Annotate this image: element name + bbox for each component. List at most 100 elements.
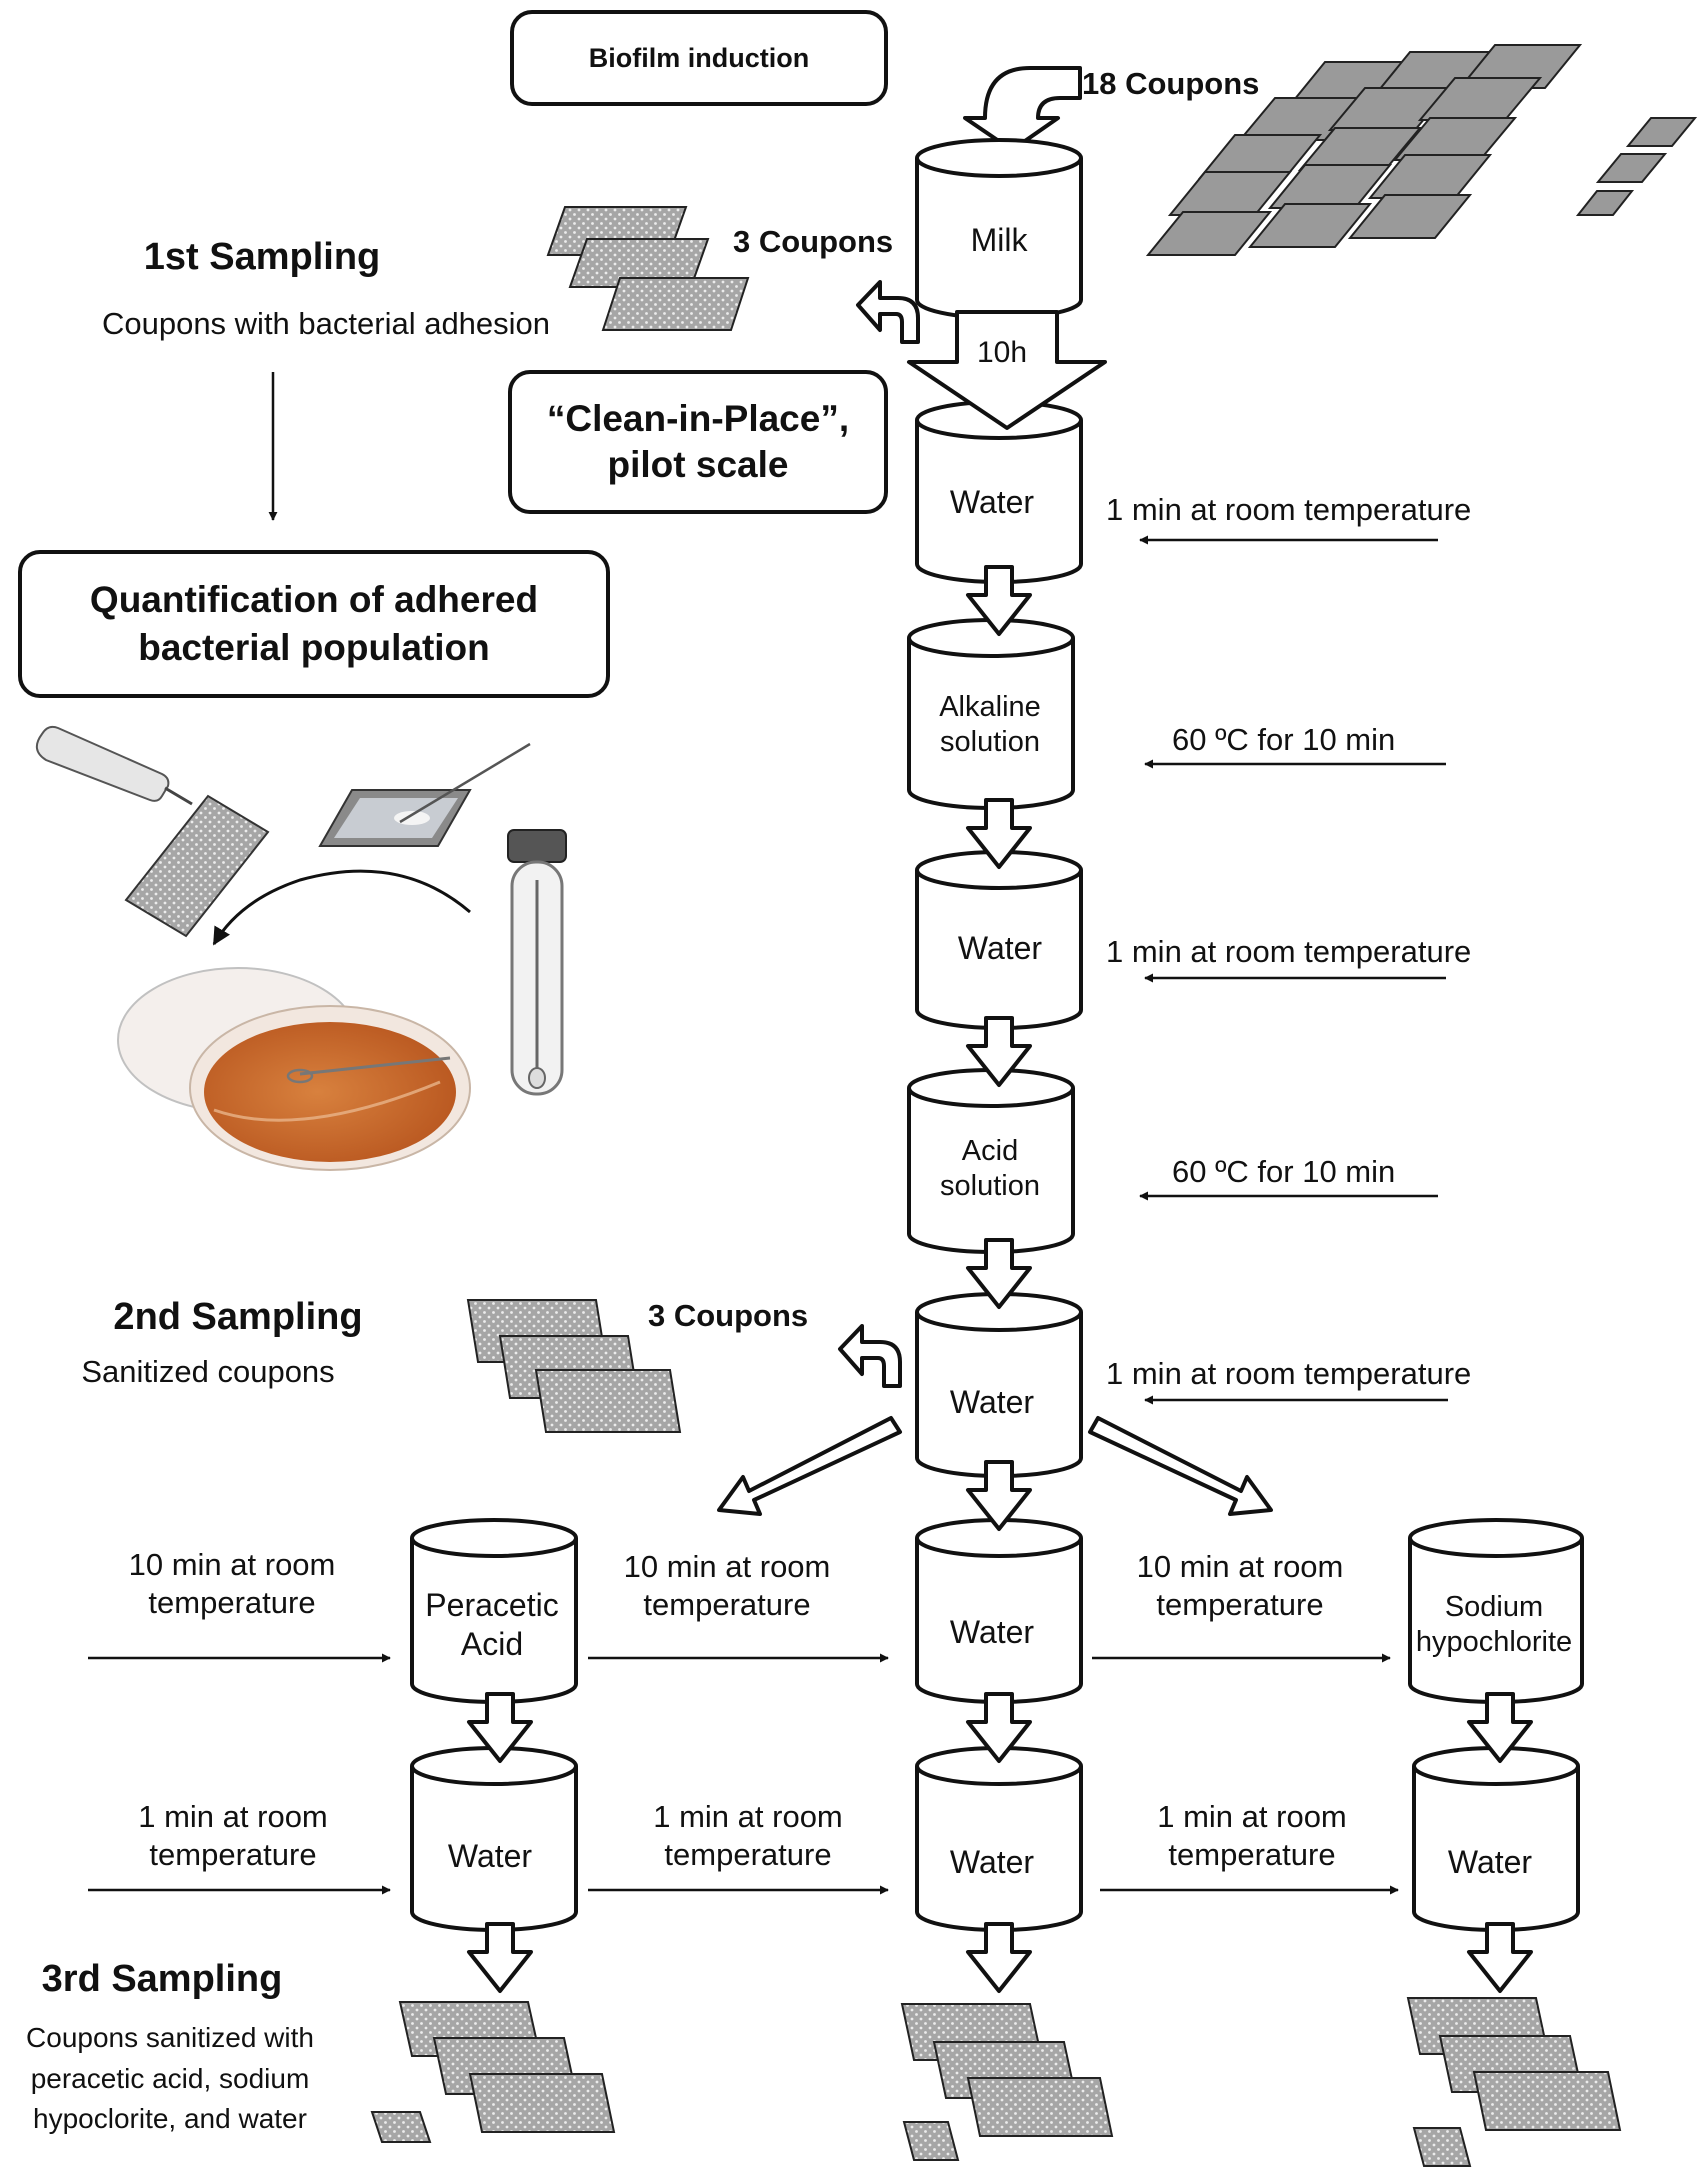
second-sampling-subtitle: Sanitized coupons <box>81 1354 335 1389</box>
step-rinse-right-condition: 1 min at room temperature <box>1157 1798 1347 1874</box>
step-alkaline-condition: 60 ºC for 10 min <box>1172 722 1396 757</box>
curved-arrow-icon <box>856 280 920 344</box>
condition-arrows <box>88 372 1448 1895</box>
tank-water-right-final <box>1412 1746 1580 1932</box>
condition-line: 10 min at room <box>623 1549 831 1584</box>
coupon-stack-icon <box>370 2001 616 2143</box>
step-rinse-mid-condition: 1 min at room temperature <box>653 1798 843 1874</box>
condition-line: 1 min at room <box>138 1799 328 1834</box>
down-arrow <box>966 565 1032 636</box>
third-sampling-subtitle-line: hypoclorite, and water <box>33 2103 307 2135</box>
tank-water3-label: Water <box>949 1384 1035 1420</box>
tank-alkaline-line: solution <box>940 726 1040 759</box>
tank-water-3 <box>915 1292 1083 1478</box>
tank-alkaline-label: Alkaline solution <box>939 690 1041 761</box>
curved-arrow-icon <box>212 869 471 946</box>
condition-line: temperature <box>1156 1586 1324 1622</box>
tank-peracetic-line: Acid <box>460 1626 524 1663</box>
down-arrow <box>966 1238 1032 1309</box>
coupon-stack-icon <box>466 1299 682 1433</box>
tank-water-mid <box>915 1518 1083 1704</box>
third-sampling-title: 3rd Sampling <box>41 1958 283 2000</box>
coupons-second-removed-label: 3 Coupons <box>648 1298 809 1333</box>
tank-water-mid-final-label: Water <box>949 1844 1035 1880</box>
coupon-stack-icon <box>546 206 750 331</box>
tank-acid-label: Acid solution <box>940 1134 1040 1205</box>
coupons-initial-label: 18 Coupons <box>1082 66 1260 101</box>
condition-line: 10 min at room <box>1136 1549 1344 1584</box>
condition-line: temperature <box>1168 1836 1336 1872</box>
cip-label-line1: “Clean-in-Place”, <box>546 397 850 439</box>
slide-icon <box>318 742 531 847</box>
second-sampling-title: 2nd Sampling <box>113 1296 363 1338</box>
down-arrow <box>966 1016 1032 1087</box>
tank-water-right-final-label: Water <box>1447 1844 1533 1880</box>
quantification-label-line2: bacterial population <box>138 627 490 668</box>
condition-line: 10 min at room <box>128 1547 336 1582</box>
tank-peracetic <box>410 1518 578 1704</box>
tank-water-left-final-label: Water <box>447 1838 533 1874</box>
down-arrow <box>966 798 1032 869</box>
coupon-stack-icon <box>900 2003 1114 2161</box>
down-arrow <box>1467 1922 1533 1993</box>
tank-sodium-line: Sodium <box>1444 1591 1544 1623</box>
condition-line: 1 min at room <box>1157 1799 1347 1834</box>
coupon-pile-icon <box>1145 44 1698 256</box>
down-arrow <box>467 1692 533 1763</box>
condition-line: 1 min at room <box>653 1799 843 1834</box>
step-sanitizer-left-condition: 10 min at room temperature <box>129 1546 336 1622</box>
step-water2-condition: 1 min at room temperature <box>1106 934 1472 969</box>
step-sanitizer-mid-condition: 10 min at room temperature <box>624 1548 831 1624</box>
tank-peracetic-label: Peracetic Acid <box>425 1586 558 1664</box>
tank-sodium-label: Sodium hypochlorite <box>1416 1590 1572 1661</box>
tank-milk-label: Milk <box>970 222 1028 258</box>
third-sampling-subtitle-line: Coupons sanitized with <box>26 2022 314 2053</box>
tank-water-mid-final <box>915 1746 1083 1932</box>
condition-line: temperature <box>664 1836 832 1872</box>
third-sampling-subtitle: Coupons sanitized with peracetic acid, s… <box>26 2018 314 2140</box>
tank-acid-line: solution <box>940 1170 1040 1203</box>
curved-arrow-icon <box>963 66 1082 152</box>
tank-water2-label: Water <box>957 930 1043 966</box>
condition-line: temperature <box>149 1836 317 1872</box>
test-tube-icon <box>507 829 567 1096</box>
coupon-icon <box>124 794 270 938</box>
down-left-arrow <box>717 1416 902 1516</box>
cip-box: “Clean-in-Place”, pilot scale <box>508 370 888 514</box>
tank-sodium-line: hypochlorite <box>1415 1626 1573 1659</box>
tank-peracetic-line: Peracetic <box>425 1587 559 1623</box>
step-water1-condition: 1 min at room temperature <box>1106 492 1472 527</box>
down-arrow <box>966 1692 1032 1763</box>
coupon-stacks <box>370 206 1622 2167</box>
curved-arrow-icon <box>838 1324 902 1388</box>
coupon-stack-icon <box>1406 1997 1622 2167</box>
down-arrow <box>467 1922 533 1993</box>
down-arrow <box>966 1922 1032 1993</box>
biofilm-induction-box: Biofilm induction <box>510 10 888 106</box>
quantification-label-line1: Quantification of adhered <box>89 578 539 620</box>
lab-illustration <box>35 725 567 1171</box>
cip-label-line2: pilot scale <box>607 444 789 485</box>
pipette-icon <box>35 725 193 806</box>
step-acid-condition: 60 ºC for 10 min <box>1172 1154 1396 1189</box>
quantification-box: Quantification of adhered bacterial popu… <box>18 550 610 698</box>
down-arrow <box>966 1460 1032 1531</box>
biofilm-induction-label: Biofilm induction <box>588 42 810 73</box>
tank-water-2 <box>915 850 1083 1030</box>
tank-sodium <box>1408 1518 1584 1704</box>
tank-water1-label: Water <box>949 484 1035 520</box>
tank-water-mid-label: Water <box>949 1614 1035 1650</box>
step-water3-condition: 1 min at room temperature <box>1106 1356 1472 1391</box>
flow-arrows <box>467 565 1533 1993</box>
first-sampling-title: 1st Sampling <box>143 236 381 278</box>
tank-alkaline-line: Alkaline <box>939 691 1041 723</box>
down-arrow <box>1467 1692 1533 1763</box>
big-down-arrow-10h <box>907 310 1107 430</box>
condition-line: temperature <box>643 1586 811 1622</box>
third-sampling-subtitle-line: peracetic acid, sodium <box>30 2062 310 2094</box>
tank-acid-line: Acid <box>961 1135 1019 1167</box>
down-right-arrow <box>1088 1416 1273 1516</box>
first-sampling-subtitle: Coupons with bacterial adhesion <box>101 306 551 341</box>
petri-dish-icon <box>117 967 471 1171</box>
